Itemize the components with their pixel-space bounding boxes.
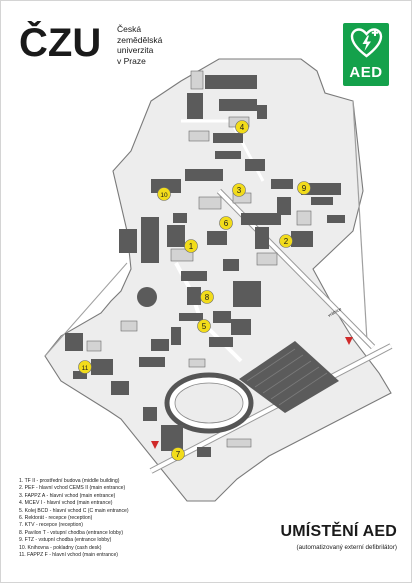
page-title: UMÍSTĚNÍ AED — [280, 523, 397, 540]
legend-item-9: 9. FTZ - vstupní chodba (entrance lobby) — [19, 537, 112, 544]
legend-item-1: 1. TF II - prostřední budova (middle bui… — [19, 478, 120, 484]
aed-marker-2[interactable]: 2 — [279, 234, 293, 248]
university-name-line-3: univerzita — [117, 45, 154, 55]
aed-marker-3-label: 3 — [237, 186, 242, 195]
legend-item-7: 7. KTV - recepce (reception) — [19, 522, 83, 529]
aed-marker-2-label: 2 — [284, 237, 289, 246]
aed-marker-7-label: 7 — [176, 450, 181, 459]
aed-marker-6-label: 6 — [224, 219, 229, 228]
page-subtitle: (automatizovaný externí defibrilátor) — [296, 544, 397, 551]
aed-marker-5-label: 5 — [202, 322, 207, 331]
aed-marker-9-label: 9 — [302, 184, 307, 193]
aed-marker-9[interactable]: 9 — [297, 181, 311, 195]
gate-label: vrátnice — [327, 306, 343, 318]
track-field — [174, 382, 244, 424]
road-south-inner — [150, 344, 392, 473]
aed-marker-4-label: 4 — [240, 123, 245, 132]
aed-marker-3[interactable]: 3 — [232, 183, 246, 197]
gate-marker — [345, 337, 353, 345]
legend-item-10: 10. Knihovna - pokladny (cash desk) — [19, 544, 102, 551]
legend-item-5: 5. Kolej BCD - hlavní vchod C (C main en… — [19, 507, 129, 514]
legend: 1. TF II - prostřední budova (middle bui… — [19, 478, 249, 559]
field-east-stripes — [246, 348, 328, 406]
aed-marker-11-label: 11 — [82, 365, 89, 372]
aed-marker-4[interactable]: 4 — [235, 120, 249, 134]
round-building — [137, 287, 157, 307]
university-name: Česká zemědělská univerzita v Praze — [117, 24, 187, 66]
aed-marker-11[interactable]: 11 — [78, 360, 92, 374]
university-name-line-4: v Praze — [117, 55, 146, 66]
university-name-line-2: zemědělská — [117, 34, 163, 45]
field-east — [239, 341, 339, 413]
legend-item-2: 2. PEF - hlavní vchod CEMS II (main entr… — [19, 485, 126, 492]
university-name-line-1: Česká — [117, 24, 142, 34]
road-east — [352, 100, 368, 342]
road-west — [44, 262, 128, 357]
aed-marker-1[interactable]: 1 — [184, 239, 198, 253]
legend-item-11: 11. FAPPZ F - hlavní vchod (main entranc… — [19, 552, 118, 559]
legend-item-8: 8. Pavilon T - vstupní chodba (entrance … — [19, 529, 124, 536]
aed-marker-5[interactable]: 5 — [197, 319, 211, 333]
czu-logo-mark: ČZU — [19, 21, 101, 61]
heart-defibrillator-icon — [350, 28, 383, 58]
aed-marker-6[interactable]: 6 — [219, 216, 233, 230]
aed-marker-1-label: 1 — [189, 242, 194, 251]
legend-item-6: 6. Rektorát - recepce (reception) — [19, 515, 93, 522]
aed-logo-label: AED — [349, 64, 383, 81]
buildings — [65, 75, 345, 457]
czu-logo-letters: ČZU — [19, 21, 101, 61]
gate-marker-2 — [151, 441, 159, 449]
aed-marker-10[interactable]: 10 — [157, 187, 171, 201]
aed-marker-7[interactable]: 7 — [171, 447, 185, 461]
aed-logo: AED — [343, 23, 389, 86]
aed-marker-8[interactable]: 8 — [200, 290, 214, 304]
aed-marker-10-label: 10 — [160, 192, 168, 199]
legend-item-4: 4. MCEV I - hlavní vchod (main entrance) — [19, 500, 113, 507]
aed-marker-8-label: 8 — [205, 293, 210, 302]
legend-item-3: 3. FAPPZ A - hlavní vchod (main entrance… — [19, 492, 116, 499]
